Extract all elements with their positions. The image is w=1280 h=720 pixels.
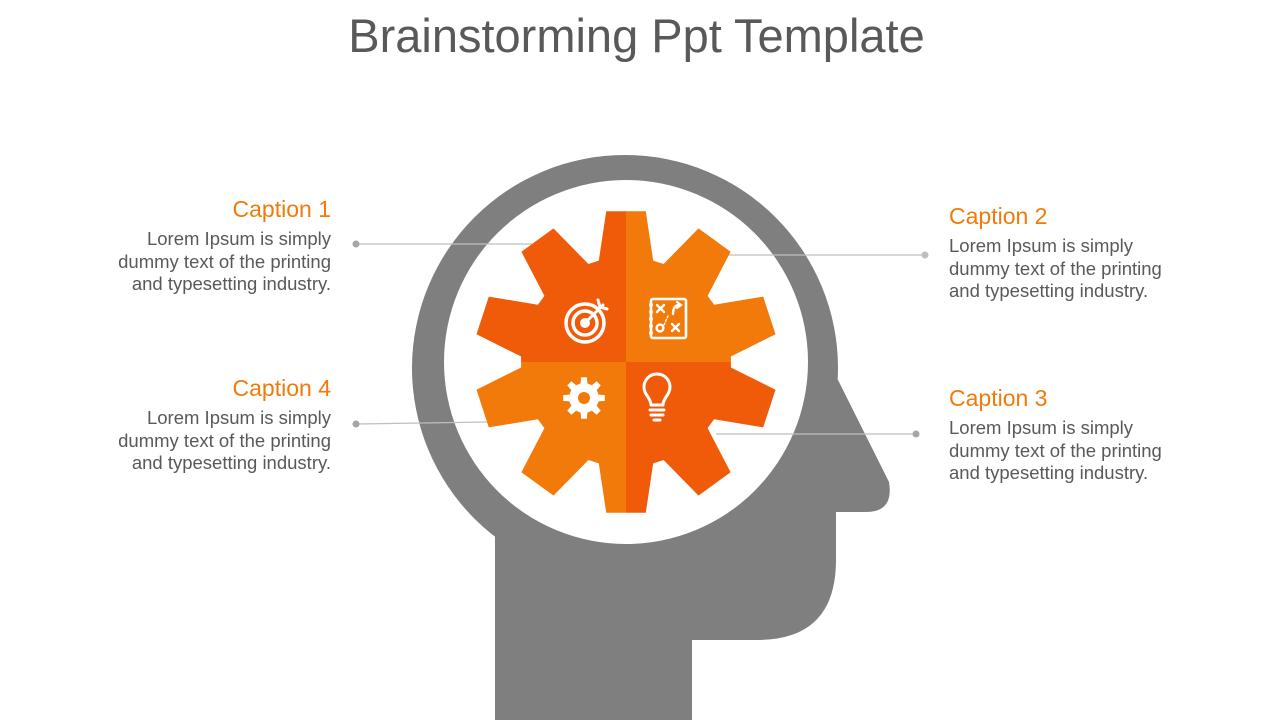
caption-4-line-2: dummy text of the printing xyxy=(118,429,331,451)
board-binding xyxy=(649,303,653,335)
caption-1-line-3: and typesetting industry. xyxy=(131,273,331,294)
caption-4-body: Lorem Ipsum is simply dummy text of the … xyxy=(31,407,331,475)
caption-3-title: Caption 3 xyxy=(949,385,1048,411)
caption-2-line-2: dummy text of the printing xyxy=(949,257,1162,279)
caption-3-body: Lorem Ipsum is simply dummy text of the … xyxy=(949,417,1249,485)
caption-3-line-3: and typesetting industry. xyxy=(949,462,1149,483)
caption-4: Caption 4 Lorem Ipsum is simply dummy te… xyxy=(31,375,331,475)
slide-title: Brainstorming Ppt Template xyxy=(348,9,925,62)
gear-icon xyxy=(563,377,605,419)
lightbulb-icon xyxy=(642,372,672,422)
connector-dot-2 xyxy=(921,251,929,259)
caption-1: Caption 1 Lorem Ipsum is simply dummy te… xyxy=(31,196,331,296)
caption-2-line-3: and typesetting industry. xyxy=(949,280,1149,301)
connector-dot-3 xyxy=(912,430,920,438)
target-icon xyxy=(564,298,609,344)
caption-4-title: Caption 4 xyxy=(232,375,331,401)
gear-icon-hole xyxy=(578,392,590,404)
connector-dot-1 xyxy=(352,240,360,248)
caption-1-line-1: Lorem Ipsum is simply xyxy=(146,228,331,249)
caption-4-line-3: and typesetting industry. xyxy=(131,452,331,473)
connector-dot-4 xyxy=(352,420,360,428)
caption-1-line-2: dummy text of the printing xyxy=(118,250,331,272)
connectors xyxy=(352,240,929,438)
caption-1-body: Lorem Ipsum is simply dummy text of the … xyxy=(31,228,331,296)
caption-3: Caption 3 Lorem Ipsum is simply dummy te… xyxy=(949,385,1249,485)
caption-2-line-1: Lorem Ipsum is simply xyxy=(949,235,1134,256)
caption-2-title: Caption 2 xyxy=(949,203,1048,229)
caption-3-line-2: dummy text of the printing xyxy=(949,439,1162,461)
caption-1-title: Caption 1 xyxy=(232,196,331,222)
caption-3-line-1: Lorem Ipsum is simply xyxy=(949,417,1134,438)
caption-2: Caption 2 Lorem Ipsum is simply dummy te… xyxy=(949,203,1249,303)
strategy-board-icon xyxy=(649,297,688,340)
caption-2-body: Lorem Ipsum is simply dummy text of the … xyxy=(949,235,1249,303)
connector-line-4 xyxy=(355,421,489,425)
gear-quadrant-top-right xyxy=(626,211,776,362)
caption-4-line-1: Lorem Ipsum is simply xyxy=(146,407,331,428)
